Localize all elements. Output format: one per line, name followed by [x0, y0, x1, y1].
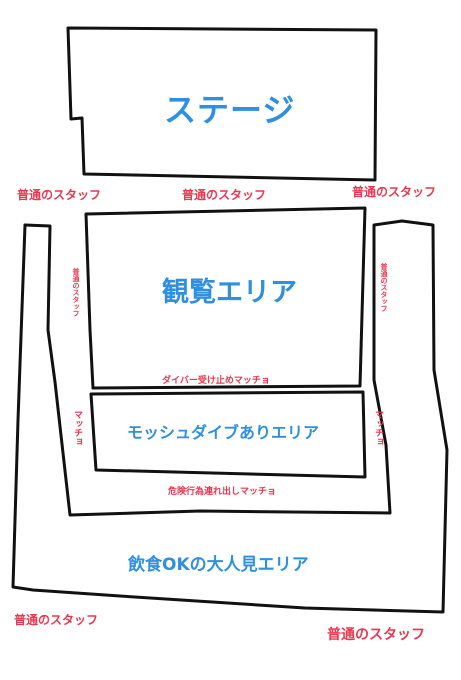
staff-label-top-center: 普通のスタッフ — [182, 188, 267, 202]
staff-label-top-left: 普通のスタッフ — [17, 188, 102, 202]
mosh-area-label: モッシュダイブありエリア — [127, 423, 320, 442]
stage-label: ステージ — [164, 91, 296, 129]
mosh-right-macho-label: マッチョ — [373, 410, 383, 446]
staff-label-bottom-left: 普通のスタッフ — [14, 613, 99, 627]
viewing-area-label: 観覧エリア — [162, 277, 297, 308]
staff-label-side-left: 普通のスタッフ — [72, 268, 80, 317]
side-left-outline — [23, 219, 404, 517]
diver-catch-macho-label: ダイバー受け止めマッチョ — [162, 376, 270, 386]
danger-removal-macho-label: 危険行為連れ出しマッチョ — [168, 487, 277, 497]
staff-label-top-right: 普通のスタッフ — [352, 185, 437, 199]
adult-area-label: 飲食OKの大人見エリア — [128, 555, 309, 575]
mosh-area-outline — [89, 390, 367, 479]
staff-label-bottom-right: 普通のスタッフ — [327, 627, 425, 643]
stage-outline — [66, 26, 378, 182]
outer-area-outline — [11, 219, 449, 614]
staff-label-side-right: 普通のスタッフ — [380, 263, 388, 312]
mosh-left-macho-label: マッチョ — [72, 410, 82, 446]
viewing-area-outline — [84, 206, 367, 390]
